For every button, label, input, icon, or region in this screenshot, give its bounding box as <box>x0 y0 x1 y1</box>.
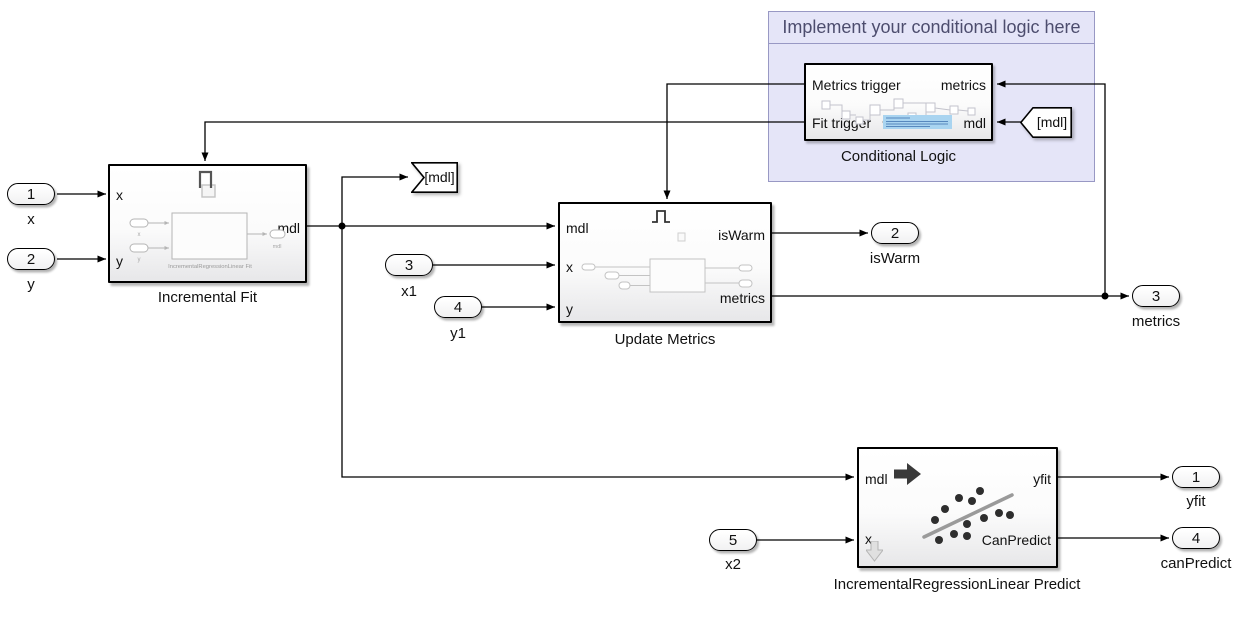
model-input-arrow-icon <box>894 463 921 485</box>
wire-fit-trigger[interactable] <box>201 121 804 161</box>
outport-4[interactable]: 4 <box>1172 527 1220 549</box>
trigger-port-icon <box>198 170 216 198</box>
thumb-in-y-label: y <box>138 257 141 263</box>
regression-scatter-icon <box>922 487 1014 544</box>
branch-dot-mdl <box>338 222 346 230</box>
inport-5[interactable]: 5 <box>709 529 757 551</box>
um-port-mdl-label: mdl <box>566 220 589 236</box>
thumb-small-square-icon <box>677 232 686 242</box>
block-name-incremental-fit: Incremental Fit <box>157 289 258 306</box>
wire-mdl-to-goto-tag[interactable] <box>341 173 408 226</box>
block-update-metrics[interactable]: mdl x y isWarm metrics <box>558 202 772 323</box>
um-port-y-label: y <box>566 301 573 317</box>
fit-port-y-label: y <box>116 253 123 269</box>
pr-port-canpredict-label: CanPredict <box>981 532 1051 548</box>
block-name-update-metrics: Update Metrics <box>614 331 716 348</box>
outport-2[interactable]: 2 <box>871 222 919 244</box>
area-annotation-title: Implement your conditional logic here <box>769 12 1094 44</box>
inport-4-label: y1 <box>450 325 466 342</box>
um-subsystem-thumbnail <box>581 258 753 293</box>
inport-1-label: x <box>27 211 35 228</box>
block-name-predict: IncrementalRegressionLinear Predict <box>833 576 1081 593</box>
pr-port-x-label: x <box>865 531 872 547</box>
cl-port-metrics-trigger-label: Metrics trigger <box>812 77 901 93</box>
inport-2-label: y <box>27 276 35 293</box>
um-port-iswarm-label: isWarm <box>718 227 765 243</box>
inport-1[interactable]: 1 <box>7 183 55 205</box>
goto-tag-label: [mdl] <box>424 169 455 185</box>
goto-tag-mdl[interactable]: [mdl] <box>411 162 458 193</box>
from-tag-mdl[interactable]: [mdl] <box>1020 107 1072 138</box>
um-port-x-label: x <box>566 259 573 275</box>
block-incremental-regression-linear-predict[interactable]: mdl x yfit CanPredict <box>857 447 1058 568</box>
inport-3-label: x1 <box>401 283 417 300</box>
cl-port-metrics-label: metrics <box>940 77 986 93</box>
block-incremental-fit[interactable]: x y mdl x y mdl Inc <box>108 164 307 283</box>
thumb-out-mdl-label: mdl <box>273 244 282 250</box>
pr-port-mdl-label: mdl <box>865 471 888 487</box>
inport-5-label: x2 <box>725 556 741 573</box>
pr-port-yfit-label: yfit <box>1033 471 1051 487</box>
thumb-in-x-label: x <box>138 232 141 238</box>
cl-thumb-highlighted-note <box>883 115 952 129</box>
inport-2[interactable]: 2 <box>7 248 55 270</box>
data-input-down-arrow-icon <box>866 541 883 562</box>
outport-1-label: yfit <box>1186 493 1206 510</box>
cl-subsystem-thumbnail <box>821 98 976 129</box>
from-tag-label: [mdl] <box>1036 114 1068 130</box>
outport-2-label: isWarm <box>869 250 921 267</box>
outport-3-label: metrics <box>1131 313 1181 330</box>
um-port-metrics-label: metrics <box>719 290 765 306</box>
outport-3[interactable]: 3 <box>1132 285 1180 307</box>
block-name-conditional-logic: Conditional Logic <box>840 148 957 165</box>
trigger-pulse-icon <box>652 210 670 223</box>
fit-subsystem-thumbnail: x y mdl IncrementalRegressionLinear Fit <box>129 212 286 270</box>
inport-4[interactable]: 4 <box>434 296 482 318</box>
inport-3[interactable]: 3 <box>385 254 433 276</box>
fit-port-x-label: x <box>116 187 123 203</box>
thumb-center-block-label: IncrementalRegressionLinear Fit <box>168 264 252 270</box>
block-conditional-logic[interactable]: Metrics trigger Fit trigger metrics mdl <box>804 63 993 141</box>
cl-port-mdl-label: mdl <box>963 115 986 131</box>
outport-1[interactable]: 1 <box>1172 466 1220 488</box>
branch-dot-metrics <box>1101 292 1109 300</box>
outport-4-label: canPredict <box>1160 555 1232 572</box>
